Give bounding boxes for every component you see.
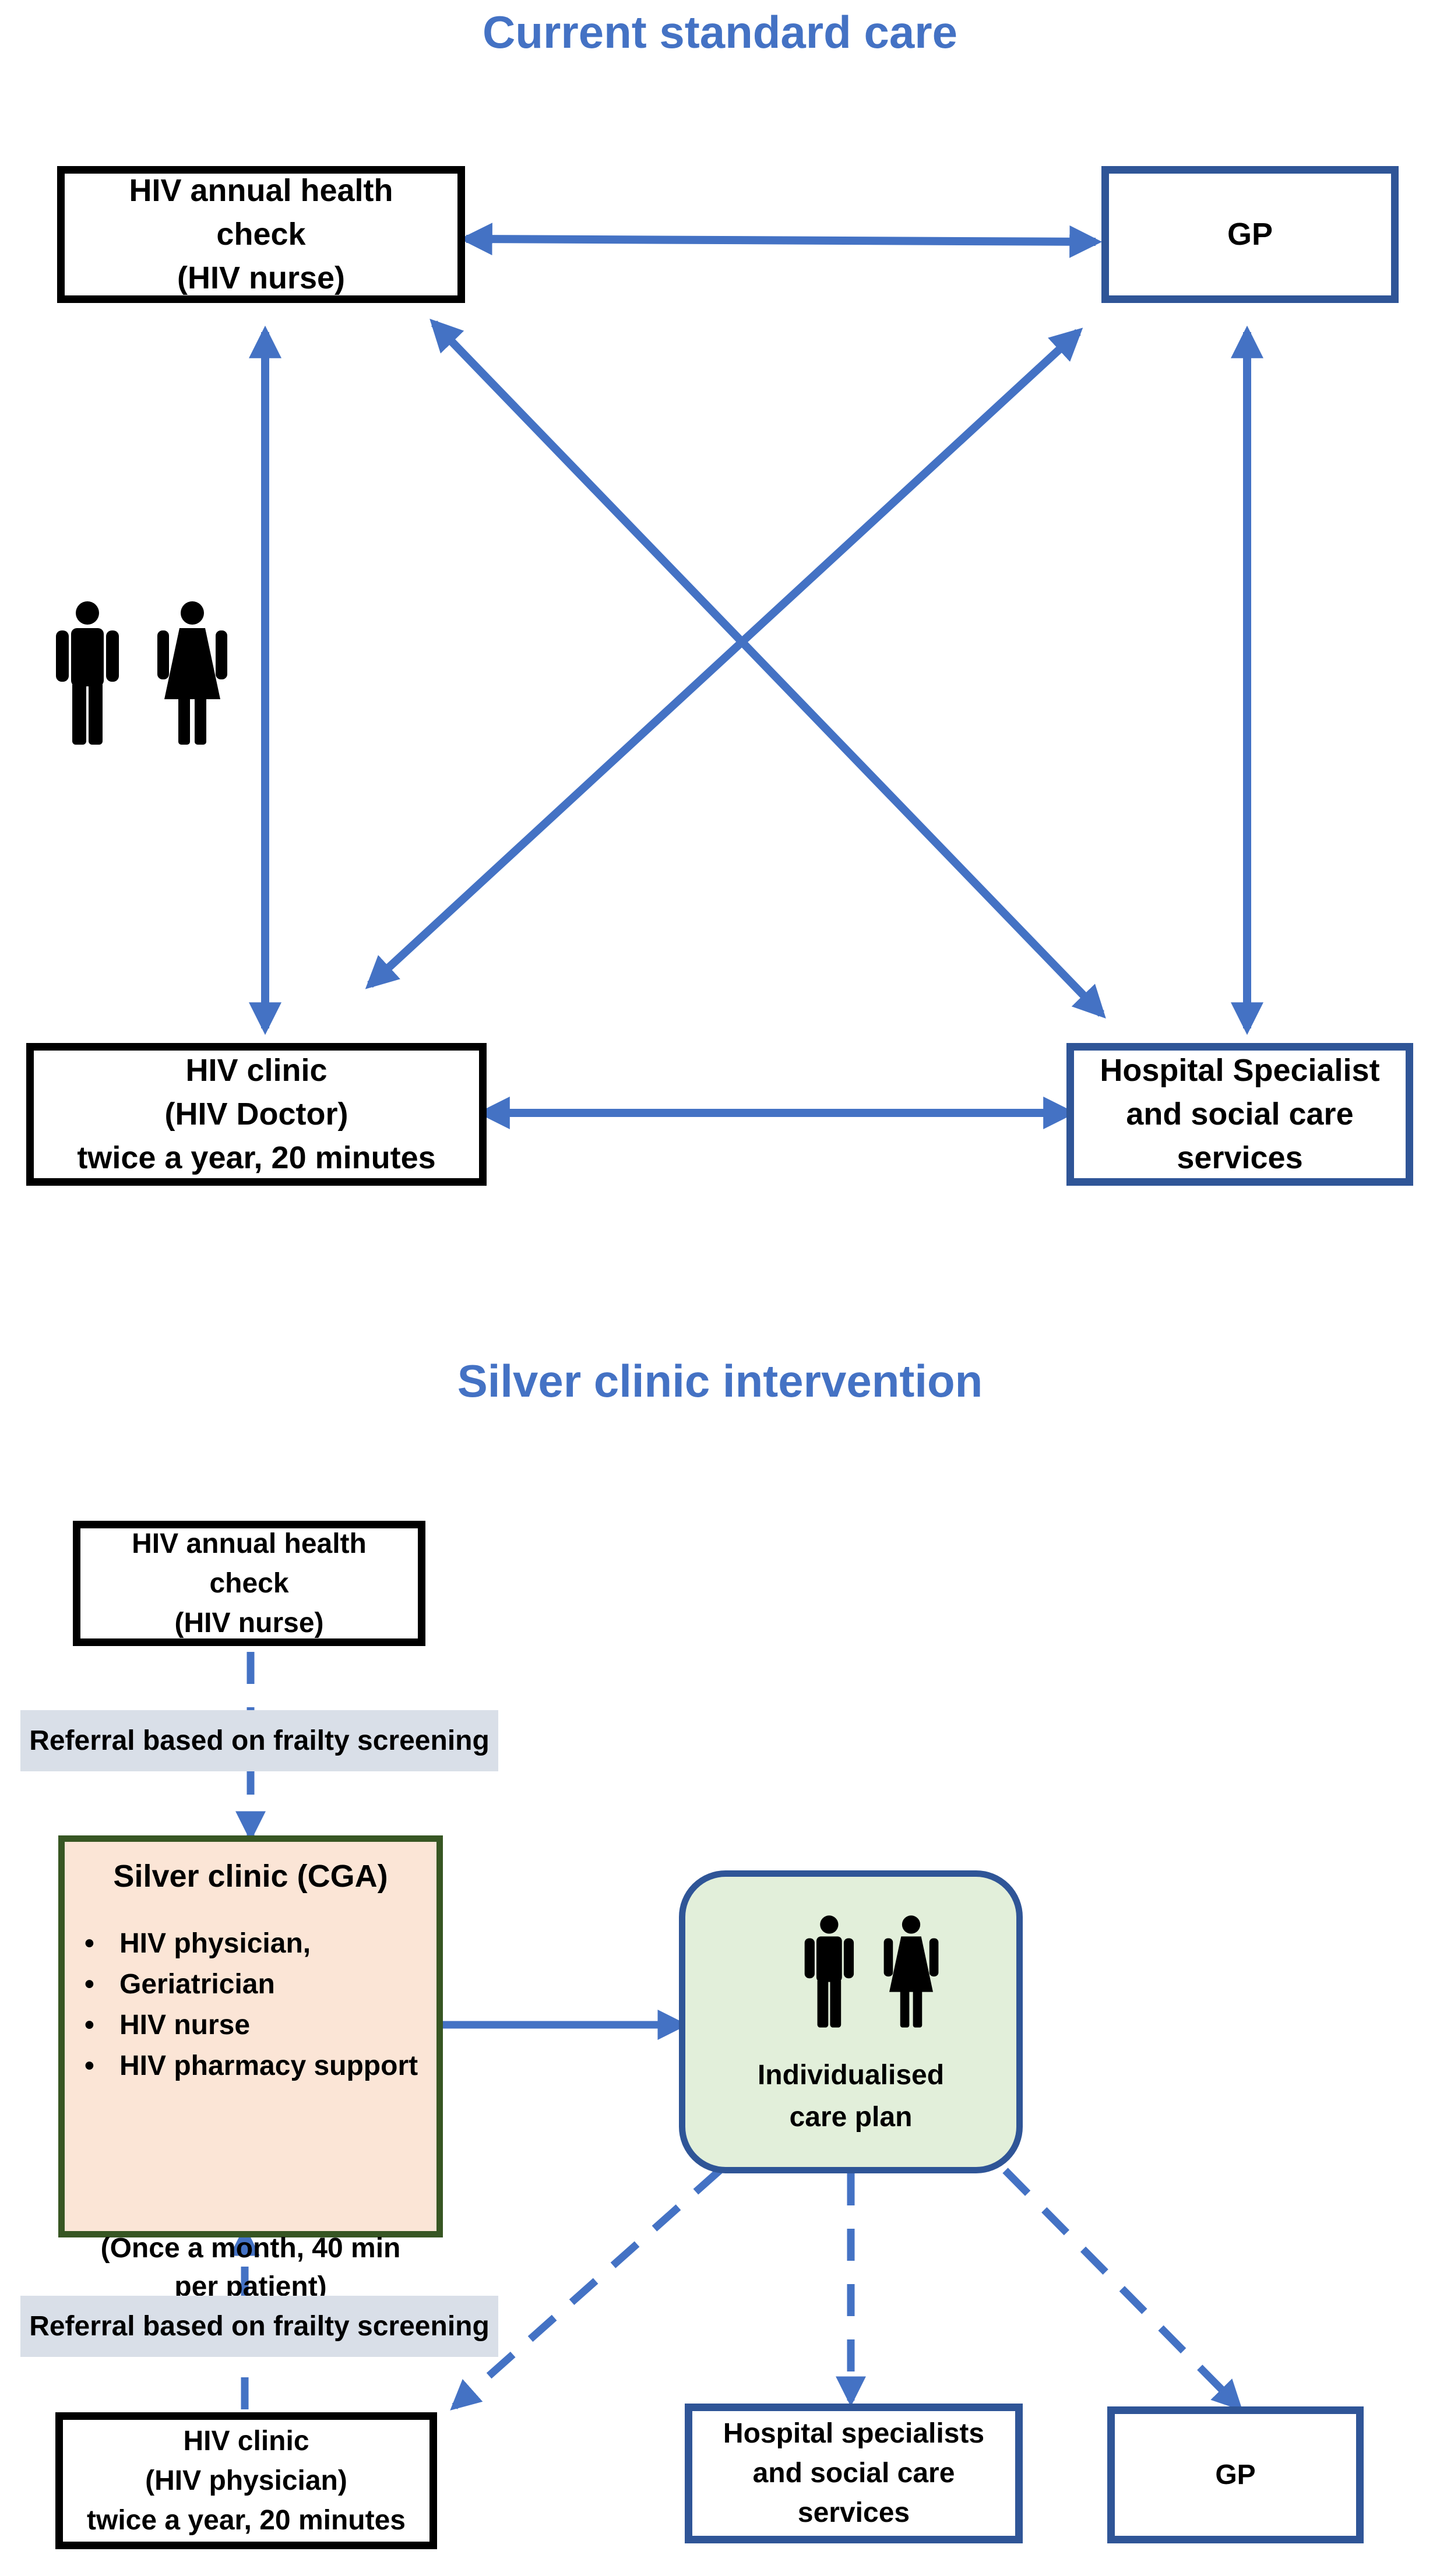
referral-bar-bottom: Referral based on frailty screening [20, 2296, 498, 2357]
team-member: HIV nurse [85, 2005, 418, 2046]
silver-arrows [230, 1652, 1243, 2411]
team-member: HIV physician, [85, 1923, 418, 1964]
silver-annual-check-label: HIV annual health check (HIV nurse) [132, 1528, 367, 1638]
man-icon [804, 1915, 854, 2028]
patients-icon-group [56, 601, 227, 745]
arrow-annual-hospital [429, 318, 1106, 1019]
arrow-annual-gp [459, 223, 1103, 258]
team-member: HIV pharmacy support [85, 2046, 418, 2087]
silver-gp-box: GP [1107, 2406, 1364, 2543]
standard-arrows [249, 223, 1263, 1129]
arrow-gp-clinic [365, 327, 1083, 989]
hospital-specialist-label: Hospital Specialist and social care serv… [1100, 1053, 1380, 1175]
dashed-plan-to-gp [1002, 2168, 1243, 2411]
silver-clinic-box: Silver clinic (CGA) HIV physician, Geria… [58, 1835, 443, 2302]
silver-hospital-box: Hospital specialists and social care ser… [685, 2404, 1023, 2543]
dashed-plan-to-clinic [450, 2168, 723, 2411]
referral-top-label: Referral based on frailty screening [29, 1725, 490, 1756]
hospital-specialist-box: Hospital Specialist and social care serv… [1066, 1043, 1413, 1186]
silver-hiv-clinic-label: HIV clinic (HIV physician) twice a year,… [87, 2425, 406, 2536]
woman-icon [883, 1915, 939, 2028]
care-plan-label: Individualised care plan [757, 2060, 945, 2133]
man-icon [56, 601, 119, 745]
referral-bottom-label: Referral based on frailty screening [29, 2311, 490, 2342]
silver-hiv-clinic-box: HIV clinic (HIV physician) twice a year,… [55, 2412, 437, 2549]
hiv-clinic-box: HIV clinic (HIV Doctor) twice a year, 20… [26, 1043, 487, 1186]
annual-health-check-label: HIV annual health check (HIV nurse) [129, 173, 393, 295]
silver-intervention-title: Silver clinic intervention [457, 1355, 983, 1407]
gp-label: GP [1227, 217, 1273, 252]
standard-care-title: Current standard care [483, 6, 957, 58]
care-plan-patients-icon [804, 1915, 939, 2028]
woman-icon [157, 601, 227, 745]
team-member: Geriatrician [85, 1964, 418, 2005]
silver-annual-check-box: HIV annual health check (HIV nurse) [73, 1521, 425, 1646]
silver-hospital-label: Hospital specialists and social care ser… [723, 2418, 985, 2528]
hiv-clinic-label: HIV clinic (HIV Doctor) twice a year, 20… [77, 1053, 436, 1175]
gp-box: GP [1101, 166, 1399, 303]
referral-bar-top: Referral based on frailty screening [20, 1710, 498, 1771]
silver-clinic-title: Silver clinic (CGA) [113, 1859, 388, 1894]
annual-health-check-box: HIV annual health check (HIV nurse) [57, 166, 465, 303]
care-plan-box: Individualised care plan [679, 1870, 1023, 2173]
silver-team-list: HIV physician, Geriatrician HIV nurse HI… [85, 1923, 418, 2087]
silver-frequency: (Once a month, 40 min per patient) [100, 2233, 401, 2302]
silver-gp-label: GP [1215, 2459, 1256, 2490]
